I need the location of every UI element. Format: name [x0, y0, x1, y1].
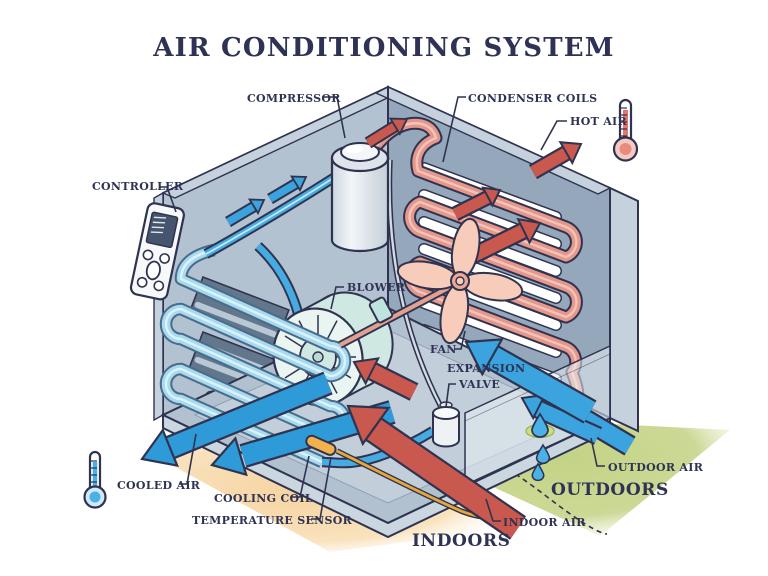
- expansion-valve: [432, 401, 460, 448]
- label-compressor: COMPRESSOR: [247, 92, 341, 105]
- controller-button: [159, 253, 170, 264]
- leader-expansion-valve: [445, 383, 456, 408]
- controller-button: [142, 249, 154, 261]
- controller-button: [145, 260, 161, 281]
- label-cooling-coil: COOLING COIL: [214, 492, 313, 505]
- shaft-coupler: [368, 296, 394, 324]
- label-indoors: INDOORS: [412, 531, 510, 551]
- cool-flow-arrows-top: [225, 175, 308, 227]
- leader-indoor-air: [485, 498, 501, 522]
- leader-outdoor-air: [590, 437, 605, 467]
- cooling-coil: [159, 243, 352, 468]
- controller-button: [136, 276, 148, 288]
- water-drops-icon: [525, 412, 555, 482]
- leader-hot-air: [540, 120, 567, 151]
- label-temperature-sensor: TEMPERATURE SENSOR: [192, 514, 353, 527]
- air-into-blower-arrow: [352, 357, 419, 401]
- compressor: [330, 142, 390, 253]
- outdoor-air-arrows: [464, 338, 636, 456]
- fan: [338, 217, 524, 349]
- label-hot-air: HOT AIR: [570, 115, 627, 128]
- leader-controller: [159, 186, 177, 213]
- leader-compressor: [323, 96, 346, 139]
- label-expansion: EXPANSION: [447, 362, 525, 375]
- label-outdoors: OUTDOORS: [551, 480, 669, 500]
- leader-temperature-sensor: [312, 456, 332, 520]
- label-fan: FAN: [430, 343, 457, 356]
- page-title: AIR CONDITIONING SYSTEM: [152, 33, 615, 63]
- leader-lines: [159, 96, 605, 522]
- label-controller: CONTROLLER: [92, 180, 184, 193]
- label-outdoor-air: OUTDOOR AIR: [608, 461, 704, 474]
- label-valve: VALVE: [458, 378, 500, 391]
- hot-air-exit-arrow: [528, 141, 583, 180]
- label-cooled-air: COOLED AIR: [117, 479, 201, 492]
- leader-cooled-air: [179, 433, 197, 485]
- indoor-air-arrow: [346, 404, 527, 540]
- leader-fan: [454, 330, 466, 350]
- leader-cooling-coil: [292, 455, 310, 498]
- label-indoor-air: INDOOR AIR: [503, 516, 586, 529]
- leader-condenser-coils: [442, 96, 466, 163]
- controller-remote: [129, 202, 185, 301]
- leader-blower: [330, 286, 344, 310]
- thermometer-cold-icon: [83, 450, 107, 509]
- right-wall-side-edge: [609, 186, 639, 433]
- thermometer-hot-icon: [612, 98, 639, 162]
- hot-discharge-arrow: [364, 117, 409, 149]
- sensor-capsule: [305, 434, 337, 456]
- label-blower: BLOWER: [347, 281, 406, 294]
- label-condenser-coils: CONDENSER COILS: [468, 92, 597, 105]
- controller-screen: [145, 211, 179, 249]
- controller-button: [153, 280, 165, 292]
